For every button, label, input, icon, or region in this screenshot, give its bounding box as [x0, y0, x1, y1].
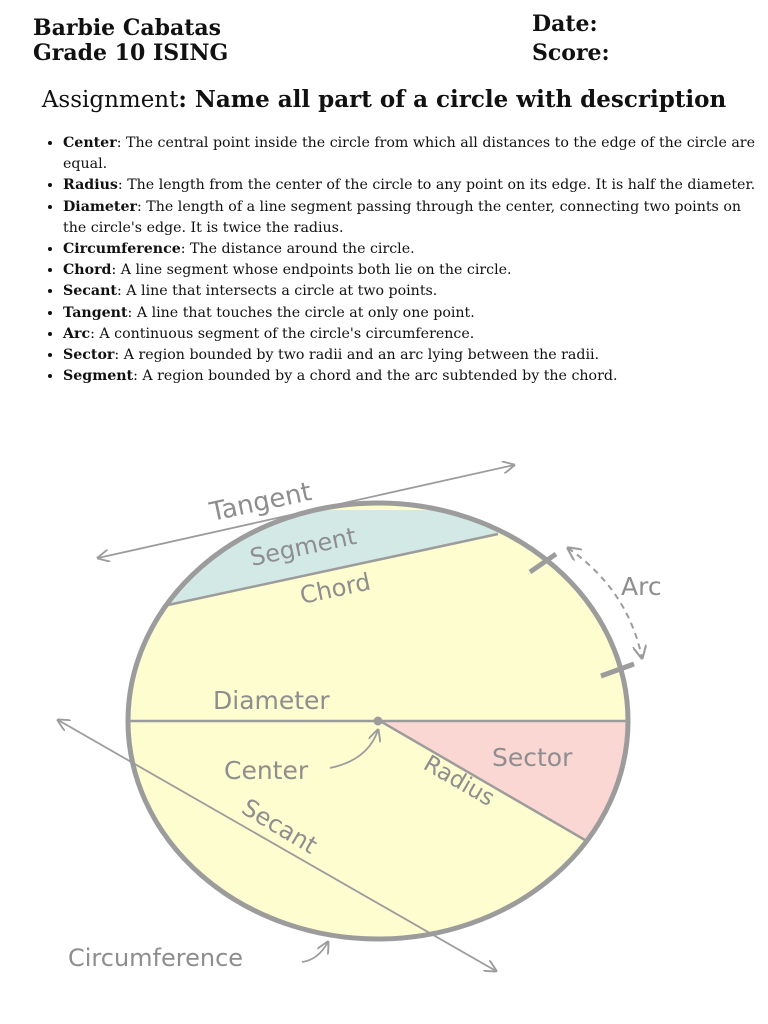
definition-term: Sector — [63, 347, 115, 364]
definition-text: : A continuous segment of the circle's c… — [90, 325, 475, 342]
definition-text: : The length from the center of the circ… — [117, 177, 756, 194]
definition-item: Chord: A line segment whose endpoints bo… — [63, 260, 763, 281]
definitions-list: Center: The central point inside the cir… — [44, 133, 763, 387]
arc-label: Arc — [621, 572, 662, 601]
title-prefix: Assignment — [41, 87, 179, 113]
title-main: : Name all part of a circle with descrip… — [178, 86, 727, 113]
circumference-label: Circumference — [68, 944, 243, 972]
definition-text: : The length of a line segment passing t… — [63, 198, 742, 236]
definition-item: Center: The central point inside the cir… — [63, 133, 763, 175]
definition-item: Diameter: The length of a line segment p… — [63, 197, 763, 239]
definition-item: Sector: A region bounded by two radii an… — [63, 345, 763, 366]
circumference-arrow — [301, 942, 328, 963]
definition-text: : A line that intersects a circle at two… — [116, 283, 438, 300]
definition-item: Radius: The length from the center of th… — [63, 175, 763, 196]
secant-line — [58, 720, 496, 971]
student-name: Barbie Cabatas — [33, 15, 222, 41]
sector-label: Sector — [492, 743, 573, 772]
definition-term: Chord — [63, 262, 112, 279]
arc-tick-top — [528, 551, 558, 575]
tangent-line — [98, 465, 514, 558]
definition-text: : A line that touches the circle at only… — [127, 304, 475, 321]
diameter-label: Diameter — [213, 686, 330, 715]
student-info: Barbie Cabatas Grade 10 ISING — [33, 16, 228, 66]
circle-diagram: Tangent Segment Chord Arc Diameter Secto… — [0, 450, 662, 1024]
assignment-title: Assignment: Name all part of a circle wi… — [0, 86, 768, 113]
definition-term: Segment — [63, 368, 134, 385]
definition-term: Diameter — [63, 198, 137, 215]
date-label: Date: — [532, 11, 598, 37]
definition-term: Circumference — [63, 241, 181, 258]
score-label: Score: — [532, 40, 610, 66]
arc-tick-bottom — [600, 661, 635, 679]
student-grade: Grade 10 ISING — [33, 40, 229, 66]
definition-term: Radius — [63, 177, 118, 194]
arc-arrow — [568, 548, 642, 658]
definition-item: Tangent: A line that touches the circle … — [63, 303, 763, 324]
center-arrow — [329, 730, 378, 769]
definition-item: Segment: A region bounded by a chord and… — [63, 366, 763, 387]
grading-info: Date: Score: — [532, 10, 610, 68]
definition-term: Tangent — [63, 304, 128, 321]
center-label: Center — [224, 756, 309, 785]
definition-text: : The central point inside the circle fr… — [63, 135, 755, 173]
definition-text: : A region bounded by two radii and an a… — [114, 347, 600, 364]
definition-text: : A region bounded by a chord and the ar… — [133, 368, 618, 385]
definition-text: : The distance around the circle. — [180, 241, 415, 258]
definition-term: Secant — [63, 283, 117, 300]
definition-term: Arc — [63, 325, 91, 342]
definition-item: Secant: A line that intersects a circle … — [63, 281, 763, 302]
definition-item: Circumference: The distance around the c… — [63, 239, 763, 260]
definition-term: Center — [63, 135, 117, 151]
center-point — [373, 716, 383, 726]
definition-item: Arc: A continuous segment of the circle'… — [63, 324, 763, 345]
definition-text: : A line segment whose endpoints both li… — [111, 262, 512, 279]
